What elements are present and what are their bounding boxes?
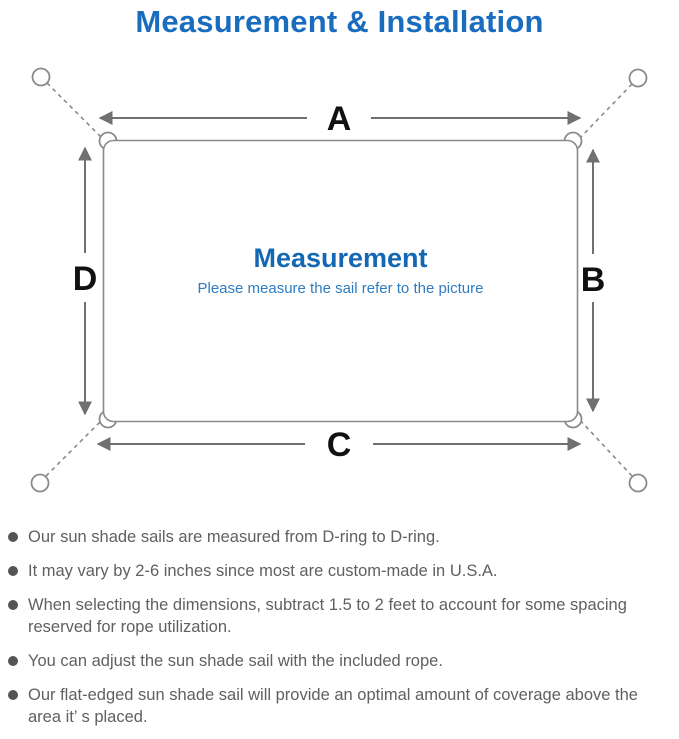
rope-line-bottom-right (577, 417, 633, 477)
list-item: Our sun shade sails are measured from D-… (8, 526, 669, 548)
note-text: When selecting the dimensions, subtract … (28, 596, 627, 636)
dimension-label-d: D (73, 260, 98, 298)
bullet-dot-icon (8, 566, 18, 576)
dimension-label-c: C (327, 426, 352, 464)
bullet-dot-icon (8, 532, 18, 542)
notes-list: Our sun shade sails are measured from D-… (0, 526, 679, 728)
bullet-dot-icon (8, 656, 18, 666)
list-item: It may vary by 2-6 inches since most are… (8, 560, 669, 582)
dimension-arrows (78, 111, 600, 451)
anchor-ring-bottom-right-icon (628, 473, 648, 493)
note-text: Our sun shade sails are measured from D-… (28, 528, 440, 546)
bullet-dot-icon (8, 690, 18, 700)
rope-line-bottom-left (45, 417, 105, 477)
note-text: Our flat-edged sun shade sail will provi… (28, 686, 638, 726)
measurement-diagram: A B C D Measurement Please measure the s… (0, 55, 679, 510)
dimension-label-b: B (581, 261, 606, 299)
note-text: You can adjust the sun shade sail with t… (28, 652, 443, 670)
page-title: Measurement & Installation (135, 4, 544, 39)
list-item: When selecting the dimensions, subtract … (8, 594, 669, 638)
rope-line-top-left (46, 82, 105, 141)
note-text: It may vary by 2-6 inches since most are… (28, 562, 498, 580)
sail-diagram-svg: A B C D (30, 67, 648, 493)
anchor-ring-top-right-icon (628, 68, 648, 88)
sail-outline (102, 139, 579, 423)
list-item: You can adjust the sun shade sail with t… (8, 650, 669, 672)
bullet-dot-icon (8, 600, 18, 610)
anchor-rope-dashed-lines (45, 82, 633, 477)
rope-line-top-right (576, 83, 633, 142)
anchor-ring-top-left-icon (31, 67, 51, 87)
list-item: Our flat-edged sun shade sail will provi… (8, 684, 669, 728)
dimension-label-a: A (327, 100, 352, 138)
anchor-ring-bottom-left-icon (30, 473, 50, 493)
